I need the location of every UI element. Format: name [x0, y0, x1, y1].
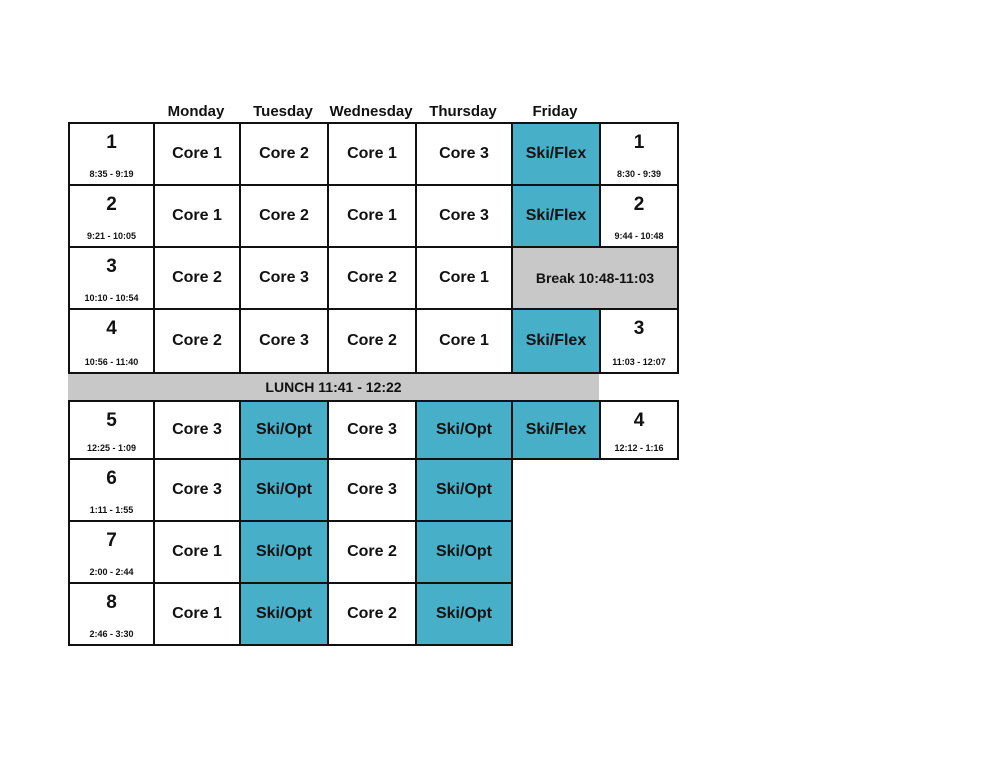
day-header-tuesday: Tuesday	[253, 103, 313, 120]
schedule-cell: Core 1	[415, 246, 513, 310]
period-time: 2:46 - 3:30	[89, 629, 134, 639]
period-cell-7: 7 2:00 - 2:44	[68, 520, 155, 584]
period-cell-2: 2 9:21 - 10:05	[68, 184, 155, 248]
schedule-cell: Core 1	[327, 184, 417, 248]
schedule-cell: Core 1	[327, 122, 417, 186]
schedule-cell: Ski/Opt	[239, 520, 329, 584]
schedule-cell: Core 2	[327, 246, 417, 310]
schedule-cell: Core 3	[415, 184, 513, 248]
period-time: 9:21 - 10:05	[86, 231, 137, 241]
schedule-cell: Core 1	[153, 520, 241, 584]
day-header-friday: Friday	[532, 103, 578, 120]
period-number: 1	[633, 132, 645, 153]
period-cell-8: 8 2:46 - 3:30	[68, 582, 155, 646]
period-number: 1	[106, 132, 117, 153]
friday-period-cell-2: 2 9:44 - 10:48	[599, 184, 679, 248]
schedule-cell: Ski/Opt	[415, 458, 513, 522]
period-time: 11:03 - 12:07	[612, 357, 666, 367]
period-cell-4: 4 10:56 - 11:40	[68, 308, 155, 374]
friday-break-band: Break 10:48-11:03	[511, 246, 679, 310]
period-number: 5	[106, 410, 117, 431]
schedule-cell: Ski/Flex	[511, 184, 601, 248]
schedule-cell: Core 2	[327, 520, 417, 584]
schedule-cell: Core 2	[239, 184, 329, 248]
period-number: 3	[633, 318, 645, 339]
period-number: 8	[106, 592, 117, 613]
friday-period-cell-4: 4 12:12 - 1:16	[599, 400, 679, 460]
friday-period-cell-3: 3 11:03 - 12:07	[599, 308, 679, 374]
period-number: 4	[633, 410, 645, 431]
period-number: 6	[106, 468, 117, 489]
period-cell-1: 1 8:35 - 9:19	[68, 122, 155, 186]
period-cell-5: 5 12:25 - 1:09	[68, 400, 155, 460]
day-header-monday: Monday	[167, 103, 225, 120]
period-number: 2	[106, 194, 117, 215]
schedule-cell: Core 3	[239, 308, 329, 374]
schedule-cell: Core 1	[153, 122, 241, 186]
schedule-cell: Core 1	[153, 184, 241, 248]
period-number: 7	[106, 530, 117, 551]
schedule-cell: Core 2	[239, 122, 329, 186]
schedule-cell: Core 2	[153, 308, 241, 374]
period-number: 3	[106, 256, 117, 277]
period-time: 10:56 - 11:40	[84, 357, 139, 367]
period-time: 10:10 - 10:54	[84, 293, 139, 303]
schedule-cell: Ski/Opt	[239, 400, 329, 460]
schedule-cell: Ski/Flex	[511, 122, 601, 186]
schedule-cell: Ski/Opt	[239, 582, 329, 646]
lunch-band: LUNCH 11:41 - 12:22	[68, 374, 599, 400]
schedule-cell: Ski/Flex	[511, 308, 601, 374]
schedule-cell: Core 3	[153, 400, 241, 460]
period-number: 2	[633, 194, 645, 215]
schedule-cell: Core 3	[415, 122, 513, 186]
period-time: 12:25 - 1:09	[86, 443, 137, 453]
friday-period-cell-1: 1 8:30 - 9:39	[599, 122, 679, 186]
schedule-cell: Core 2	[153, 246, 241, 310]
period-time: 8:30 - 9:39	[616, 169, 662, 179]
schedule-cell: Core 3	[239, 246, 329, 310]
schedule-cell: Core 1	[153, 582, 241, 646]
schedule-cell: Ski/Opt	[415, 520, 513, 584]
day-header-thursday: Thursday	[429, 103, 497, 120]
schedule-cell: Core 2	[327, 582, 417, 646]
schedule-cell: Core 3	[327, 400, 417, 460]
schedule-cell: Ski/Flex	[511, 400, 601, 460]
schedule-cell: Core 2	[327, 308, 417, 374]
period-cell-3: 3 10:10 - 10:54	[68, 246, 155, 310]
schedule-cell: Ski/Opt	[415, 582, 513, 646]
period-time: 1:11 - 1:55	[89, 505, 134, 515]
schedule-cell: Core 3	[153, 458, 241, 522]
period-time: 8:35 - 9:19	[89, 169, 134, 179]
period-time: 12:12 - 1:16	[614, 443, 664, 453]
schedule-cell: Core 3	[327, 458, 417, 522]
day-header-wednesday: Wednesday	[329, 103, 413, 120]
schedule-cell: Ski/Opt	[415, 400, 513, 460]
schedule-cell: Ski/Opt	[239, 458, 329, 522]
period-time: 2:00 - 2:44	[89, 567, 134, 577]
period-time: 9:44 - 10:48	[614, 231, 664, 241]
period-cell-6: 6 1:11 - 1:55	[68, 458, 155, 522]
period-number: 4	[106, 318, 117, 339]
schedule-cell: Core 1	[415, 308, 513, 374]
